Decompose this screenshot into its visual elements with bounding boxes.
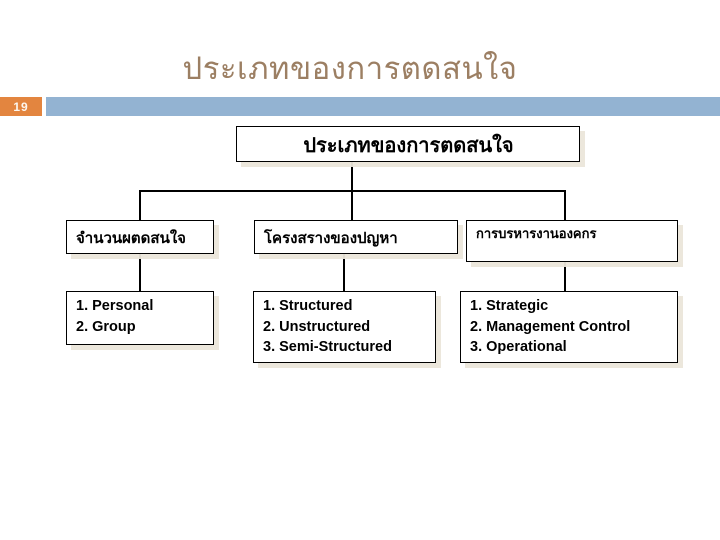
connector-to-branch-2 xyxy=(351,190,353,220)
node-root-label: ประเภทของการตดสนใจ xyxy=(303,135,514,157)
list-item: 2. Management Control xyxy=(470,318,631,335)
list-item: 2. Group xyxy=(76,318,136,335)
list-item: 3. Operational xyxy=(470,339,567,356)
node-branch-2-items[interactable]: 1. Structured 2. Unstructured 3. Semi-St… xyxy=(253,291,436,363)
connector-branch-1-to-items xyxy=(139,254,141,292)
list-item: 1. Personal xyxy=(76,298,154,314)
list-item: 1. Structured xyxy=(263,298,353,314)
header-bar: 19 xyxy=(0,97,720,116)
node-branch-2-header-label: โครงสรางของปญหา xyxy=(264,230,398,247)
connector-to-branch-3 xyxy=(564,190,566,220)
node-branch-3-header-label: การบรหารงานองคกร xyxy=(476,226,597,241)
node-branch-2-header[interactable]: โครงสรางของปญหา xyxy=(254,220,458,254)
node-branch-3-header[interactable]: การบรหารงานองคกร xyxy=(466,220,678,262)
node-branch-1-items[interactable]: 1. Personal 2. Group xyxy=(66,291,214,345)
node-branch-1-header[interactable]: จำนวนผตดสนใจ xyxy=(66,220,214,254)
slide-number-badge: 19 xyxy=(0,97,42,116)
list-item: 3. Semi-Structured xyxy=(263,339,392,356)
connector-branch-2-to-items xyxy=(343,254,345,292)
node-root[interactable]: ประเภทของการตดสนใจ xyxy=(236,126,580,162)
node-branch-1-header-label: จำนวนผตดสนใจ xyxy=(76,230,186,247)
node-branch-3-items[interactable]: 1. Strategic 2. Management Control 3. Op… xyxy=(460,291,678,363)
page-title: ประเภทของการตดสนใจ xyxy=(182,51,518,86)
connector-root-stem xyxy=(351,162,353,192)
list-item: 2. Unstructured xyxy=(263,318,371,335)
list-item: 1. Strategic xyxy=(470,298,549,314)
connector-to-branch-1 xyxy=(139,190,141,220)
connector-branch-3-to-items xyxy=(564,262,566,292)
header-divider xyxy=(46,97,720,116)
